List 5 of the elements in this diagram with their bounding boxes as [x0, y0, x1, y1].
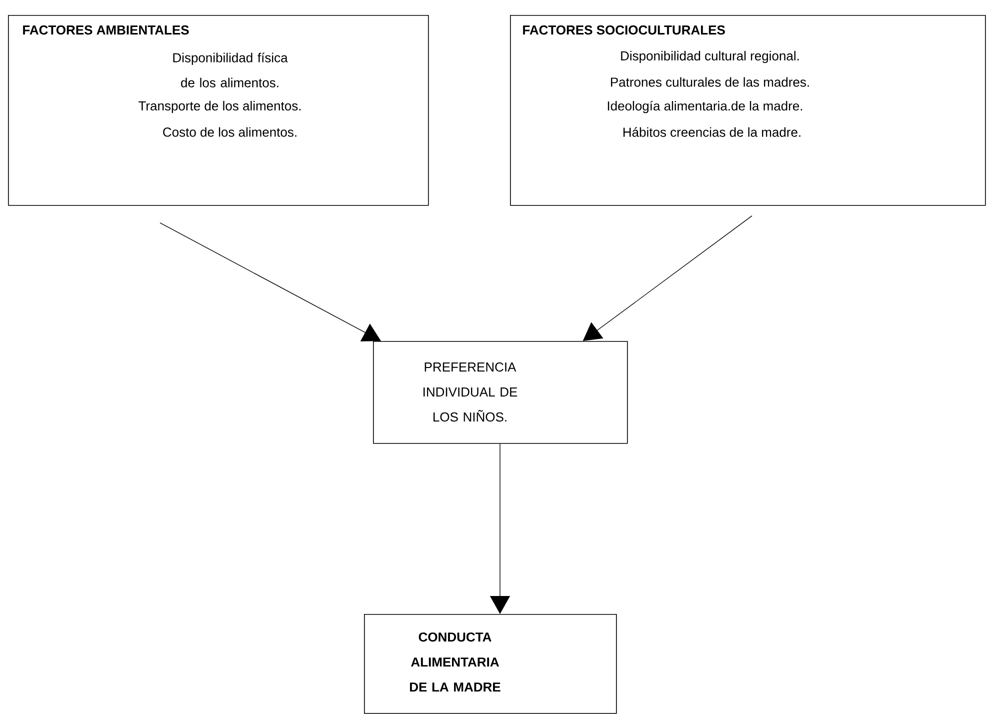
process-box: CONDUCTA ALIMENTARIA DE LA MADRE: [364, 614, 617, 714]
process-box: PREFERENCIA INDIVIDUAL DE LOS NIÑOS.: [373, 341, 628, 444]
factor-box: FACTORES SOCIOCULTURALES Disponibilidad cultural regional. Patrones culturales de las madres. Ideología alimentaria.de la madre. Hábitos creencias de la madre.: [510, 15, 986, 206]
arrow: [160, 222, 381, 342]
factor-box: FACTORES AMBIENTALES Disponibilidad física de los alimentos. Transporte de los alimentos. Costo de los alimentos.: [8, 15, 429, 206]
